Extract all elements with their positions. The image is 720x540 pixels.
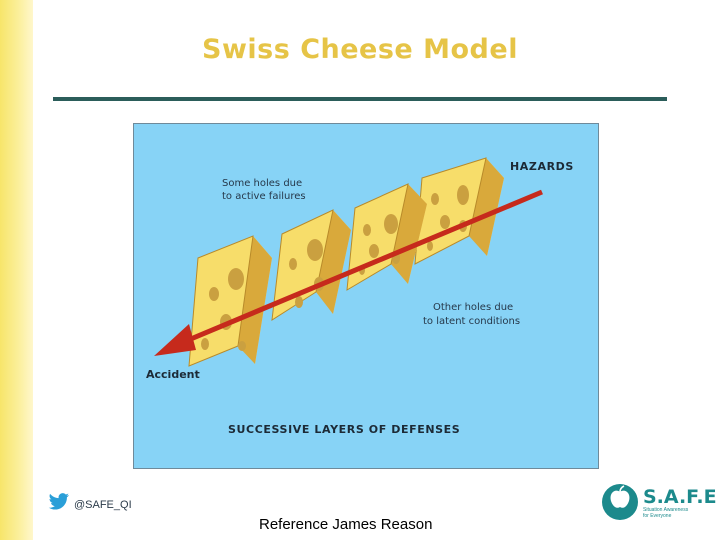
latent-conditions-label-line1: Other holes due xyxy=(433,302,513,313)
layers-of-defenses-caption: SUCCESSIVE LAYERS OF DEFENSES xyxy=(228,423,460,436)
swiss-cheese-diagram: HAZARDS Some holes due to active failure… xyxy=(133,123,599,469)
twitter-handle-text: @SAFE_QI xyxy=(74,498,132,511)
hazards-label: HAZARDS xyxy=(510,160,574,173)
cheese-slice-2 xyxy=(271,209,351,321)
latent-conditions-label-line2: to latent conditions xyxy=(423,316,520,327)
hazard-trajectory-arrow xyxy=(154,189,543,356)
diagram-canvas: HAZARDS Some holes due to active failure… xyxy=(134,124,598,468)
cheese-slice-3 xyxy=(346,183,427,291)
safe-logo-text: S.A.F.E Situation Awareness for Everyone xyxy=(643,485,717,519)
slide-title: Swiss Cheese Model xyxy=(202,34,518,65)
twitter-handle-group: @SAFE_QI xyxy=(48,493,132,516)
decorative-side-stripe xyxy=(0,0,33,540)
twitter-bird-icon xyxy=(48,493,70,516)
accident-label: Accident xyxy=(146,368,200,381)
safe-logo-tagline-line1: Situation Awareness xyxy=(643,506,689,513)
safe-logo-tagline-line2: for Everyone xyxy=(643,512,672,519)
safe-logo-name: S.A.F.E xyxy=(643,485,717,508)
active-failures-label-line2: to active failures xyxy=(222,191,306,202)
active-failures-label-line1: Some holes due xyxy=(222,178,302,189)
safe-apple-icon xyxy=(601,481,639,526)
safe-logo: S.A.F.E Situation Awareness for Everyone xyxy=(601,481,717,526)
reference-credit: Reference James Reason xyxy=(259,516,433,533)
title-divider xyxy=(53,97,667,101)
